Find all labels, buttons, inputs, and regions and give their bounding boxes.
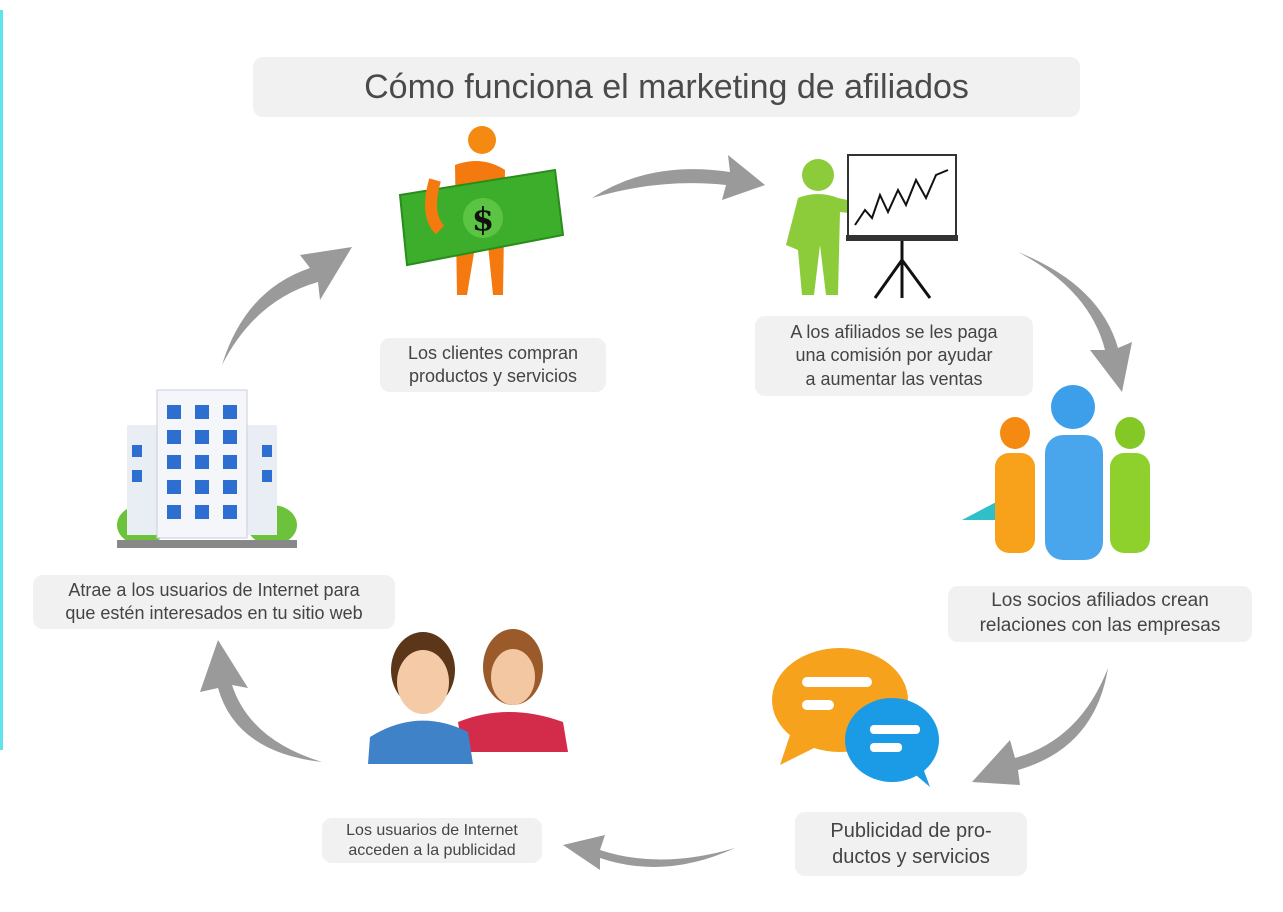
- title-text: Cómo funciona el marketing de afiliados: [364, 67, 969, 106]
- label-line: Los socios afiliados crean: [991, 590, 1209, 612]
- page-title: Cómo funciona el marketing de afiliados: [253, 57, 1080, 117]
- arrow-5-icon: [200, 640, 322, 762]
- presentation-chart-icon: [786, 154, 958, 299]
- label-line: Atrae a los usuarios de Internet para: [68, 579, 360, 600]
- label-line: acceden a la publicidad: [348, 841, 516, 859]
- arrow-4-icon: [563, 835, 735, 870]
- step-label-affiliates-paid: A los afiliados se les paga una comisión…: [755, 316, 1033, 396]
- arrow-3-icon: [972, 668, 1108, 785]
- arrow-2-icon: [1018, 252, 1132, 392]
- users-icon: [368, 629, 568, 764]
- label-line: relaciones con las empresas: [979, 615, 1221, 636]
- arrow-1-icon: [592, 155, 765, 200]
- label-line: Publicidad de pro-: [830, 820, 992, 842]
- building-icon: [117, 389, 297, 548]
- people-group-icon: [962, 385, 1150, 560]
- label-line: Los clientes compran: [407, 342, 579, 363]
- label-line: ductos y servicios: [832, 846, 990, 868]
- money-person-icon: $: [398, 126, 565, 295]
- arrow-6-icon: [222, 247, 352, 365]
- step-label-attract-users: Atrae a los usuarios de Internet para qu…: [33, 575, 395, 629]
- left-edge-line: [0, 10, 3, 750]
- label-line: Los usuarios de Internet: [346, 822, 518, 840]
- label-line: que estén interesados en tu sitio web: [65, 603, 363, 623]
- label-line: una comisión por ayudar: [795, 345, 993, 366]
- step-label-users-access: Los usuarios de Internet acceden a la pu…: [322, 818, 542, 863]
- label-line: A los afiliados se les paga: [790, 321, 998, 342]
- chat-bubbles-icon: [772, 648, 939, 787]
- step-label-partners-relations: Los socios afiliados crean relaciones co…: [948, 586, 1252, 642]
- svg-text:$: $: [472, 200, 494, 238]
- label-line: a aumentar las ventas: [805, 368, 983, 389]
- step-label-customers-buy: Los clientes compran productos y servici…: [380, 338, 606, 392]
- label-line: productos y servicios: [408, 366, 578, 386]
- step-label-advertising: Publicidad de pro- ductos y servicios: [795, 812, 1027, 876]
